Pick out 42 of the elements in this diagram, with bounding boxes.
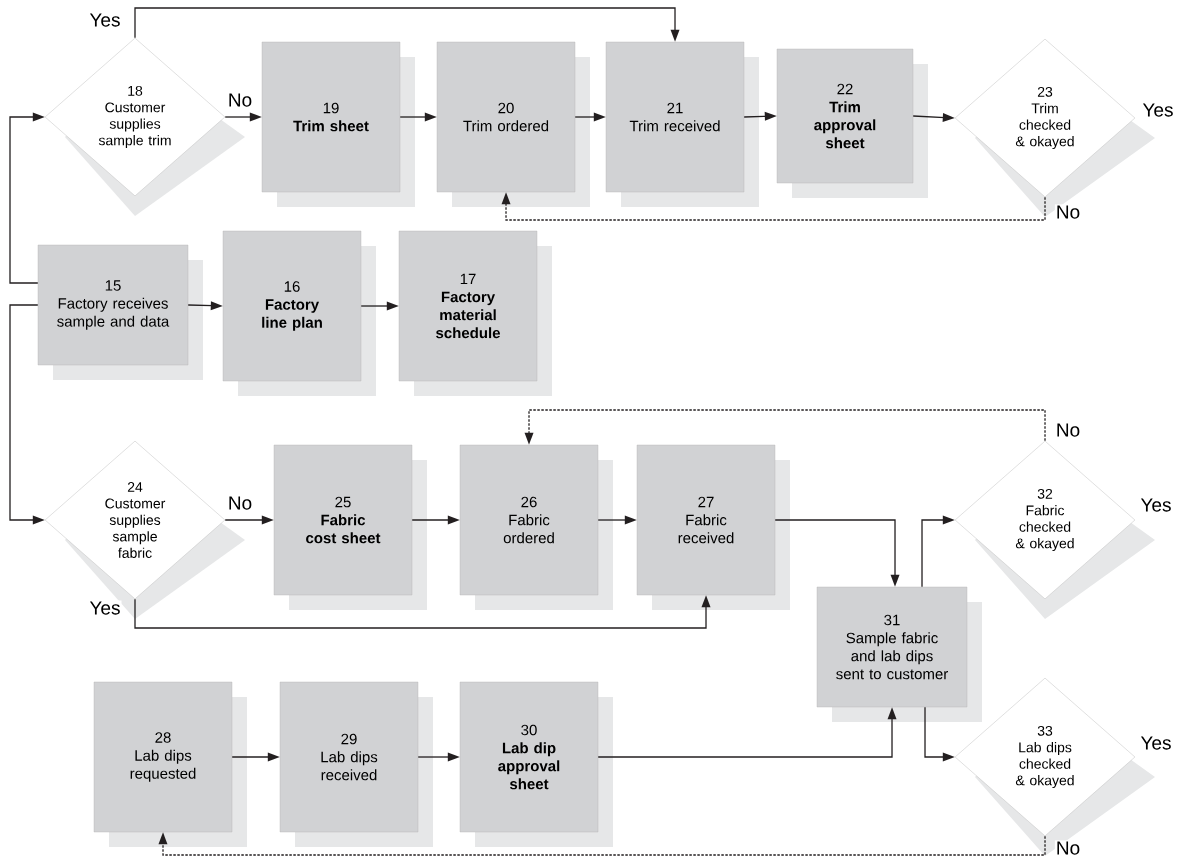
arrow: [231, 752, 280, 762]
process-box: 16 Factory line plan: [222, 230, 376, 396]
process-box: 28 Lab dips requested: [93, 681, 247, 847]
arrow: [924, 706, 955, 762]
process-box: 31 Sample fabric and lab dips sent to customer: [816, 586, 982, 722]
arrow: [417, 752, 460, 762]
arrow: [574, 112, 606, 122]
edge-label: Yes: [88, 600, 122, 616]
arrow: [134, 595, 711, 629]
process-box: 25 Fabric cost sheet: [273, 444, 427, 610]
arrow: [921, 515, 955, 588]
process-box: 17 Factory material schedule: [398, 230, 552, 396]
process-box: 22 Trim approval sheet: [776, 48, 928, 198]
arrow: [360, 301, 399, 311]
arrow: [774, 519, 900, 587]
arrow: [134, 7, 680, 42]
arrow: [411, 515, 460, 525]
arrow: [187, 301, 223, 311]
arrow: [224, 112, 262, 122]
edge-label: No: [1054, 422, 1082, 438]
process-box: 26 Fabric ordered: [459, 444, 613, 610]
process-box: 29 Lab dips received: [279, 681, 433, 847]
process-box: 19 Trim sheet: [261, 41, 415, 207]
edge-label: Yes: [88, 12, 122, 28]
arrow: [501, 192, 1046, 221]
process-box: 27 Fabric received: [636, 444, 790, 610]
arrow: [743, 111, 777, 121]
process-box: 30 Lab dip approval sheet: [459, 681, 613, 847]
arrow: [9, 304, 45, 525]
arrow: [224, 515, 274, 525]
process-box: 21 Trim received: [605, 41, 759, 207]
arrow: [912, 112, 955, 122]
arrow: [597, 707, 897, 758]
arrow: [158, 832, 1046, 856]
edge-label: No: [1054, 840, 1082, 856]
arrow: [597, 515, 637, 525]
arrow: [399, 112, 437, 122]
process-box: 20 Trim ordered: [436, 41, 590, 207]
arrow: [9, 112, 45, 284]
arrow: [524, 409, 1046, 445]
process-box: 15 Factory receives sample and data: [37, 244, 203, 380]
edge-label: No: [1054, 204, 1082, 220]
